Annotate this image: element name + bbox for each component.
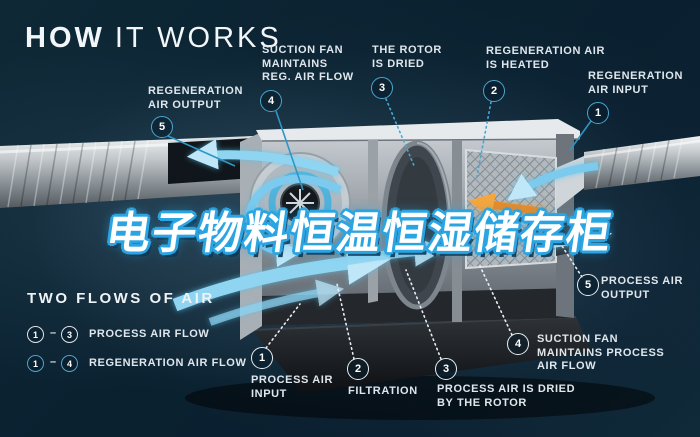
callout-badge-2-top: 2	[483, 80, 505, 102]
divider-panel-2	[452, 140, 462, 322]
page-title: HOW IT WORKS	[25, 22, 282, 55]
callout-badge-2-bottom: 2	[347, 358, 369, 380]
legend-circle-regen-to: 4	[61, 355, 78, 372]
callout-badge-4-top: 4	[260, 90, 282, 112]
callout-label: PROCESS AIR INPUT	[251, 374, 333, 400]
callout-badge-3-bottom: 3	[435, 358, 457, 380]
cabinet-top-rim	[256, 119, 580, 141]
callout-label: REGENERATION AIR IS HEATED	[486, 45, 605, 71]
connector-lines	[167, 98, 592, 360]
process-output-arrow	[539, 225, 613, 253]
page-title-bold: HOW	[25, 22, 105, 54]
callout-label: REGENERATION AIR OUTPUT	[148, 85, 244, 111]
legend-heading: TWO FLOWS OF AIR	[27, 290, 215, 307]
heated-air-arrow	[468, 192, 547, 218]
process-input-arrow-2	[208, 279, 345, 326]
legend-circle-process-from: 1	[27, 326, 44, 343]
callout-badge-1-top: 1	[587, 102, 609, 124]
overlay-chinese-title: 电子物料恒温恒湿储存柜	[102, 209, 616, 258]
legend-circle-regen-from: 1	[27, 355, 44, 372]
process-through-rotor-arrow	[339, 236, 446, 267]
callout-label: FILTRATION	[348, 385, 418, 397]
callout-label: PROCESS AIR OUTPUT	[601, 275, 683, 301]
cabinet	[240, 119, 592, 393]
page-title-light: IT WORKS	[114, 22, 282, 54]
fan-swirl-arrow	[245, 174, 342, 267]
callout-label: REGENERATION AIR INPUT	[588, 70, 684, 96]
callout-label: SUCTION FAN MAINTAINS PROCESS AIR FLOW	[537, 333, 665, 372]
callout-badge-1-bottom: 1	[251, 347, 273, 369]
callout-badge-3-top: 3	[371, 77, 393, 99]
callout-badge-5-top: 5	[151, 116, 173, 138]
legend-label-regen: REGENERATION AIR FLOW	[89, 357, 247, 369]
callout-label: SUCTION FAN MAINTAINS REG. AIR FLOW	[262, 44, 354, 83]
cabinet-base	[252, 317, 592, 393]
legend-dash-process: –	[50, 327, 57, 339]
callout-label: THE ROTOR IS DRIED	[372, 44, 442, 70]
legend-label-process: PROCESS AIR FLOW	[89, 328, 210, 340]
legend-circle-process-to: 3	[61, 326, 78, 343]
legend-dash-regen: –	[50, 356, 57, 368]
right-duct	[583, 136, 700, 190]
callout-badge-4-bottom: 4	[507, 333, 529, 355]
callout-label: PROCESS AIR IS DRIED BY THE ROTOR	[437, 383, 576, 409]
callout-badge-5-bottom: 5	[577, 274, 599, 296]
regeneration-input-arrow	[507, 162, 599, 201]
